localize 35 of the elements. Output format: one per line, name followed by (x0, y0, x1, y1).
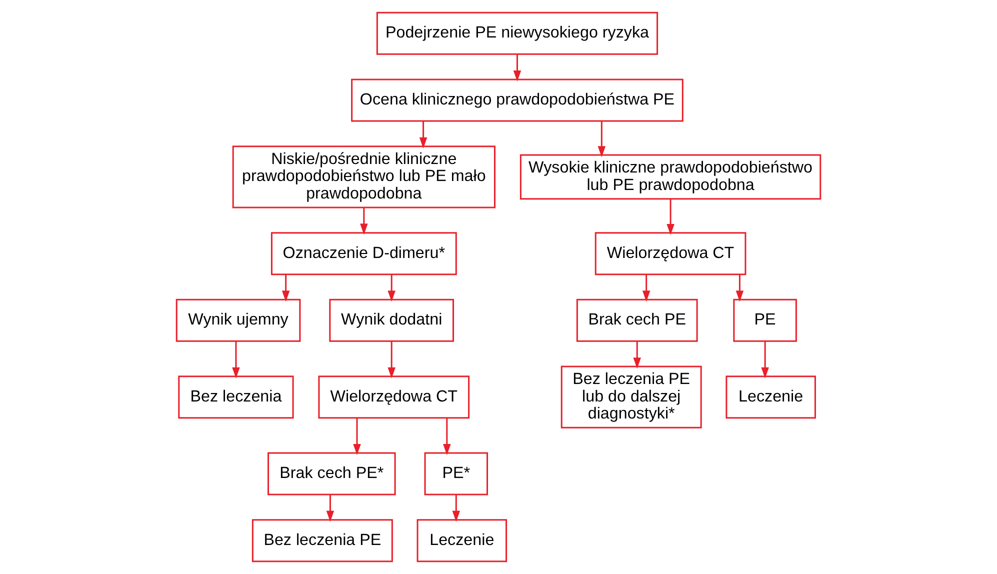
node-box: Brak cech PE* (268, 452, 396, 496)
node-box: Wysokie kliniczne prawdopodobieństwo lub PE prawdopodobna (520, 154, 822, 200)
node-box: PE* (424, 452, 488, 496)
arrow (761, 341, 769, 378)
node-box: Wielorzędowa CT (594, 232, 746, 276)
node-box: Leczenie (416, 519, 508, 562)
arrow (388, 341, 396, 378)
node-box: Niskie/pośrednie kliniczne prawdopodobieństwo lub PE mało prawdopodobna (232, 146, 496, 208)
arrow (232, 341, 240, 378)
node-box: Leczenie (726, 376, 816, 419)
node-box: PE (733, 298, 797, 342)
node-box: Bez leczenia PE (252, 519, 393, 562)
node-box: Ocena klinicznego prawdopodobieństwa PE (351, 78, 684, 122)
node-box: Wynik ujemny (176, 298, 301, 342)
arrow (598, 121, 606, 158)
arrow (326, 494, 334, 522)
node-box: Podejrzenie PE niewysokiego ryzyka (376, 12, 658, 55)
arrow (452, 494, 460, 522)
arrow (360, 208, 368, 235)
arrow (736, 274, 744, 302)
arrow (353, 418, 361, 456)
node-box: Bez leczenia PE lub do dalszej diagnostyki* (560, 366, 702, 428)
arrow (419, 121, 428, 148)
arrow (282, 274, 290, 302)
node-box: Wielorzędowa CT (318, 376, 470, 419)
arrow (513, 54, 522, 82)
node-box: Wynik dodatni (329, 298, 454, 342)
node-box: Oznaczenie D-dimeru* (270, 232, 457, 276)
node-box: Brak cech PE (576, 298, 698, 342)
arrow (443, 418, 451, 456)
node-box: Bez leczenia (178, 376, 294, 419)
arrow (642, 274, 650, 302)
arrow (633, 341, 641, 369)
arrow (666, 199, 674, 236)
arrow (388, 274, 396, 302)
